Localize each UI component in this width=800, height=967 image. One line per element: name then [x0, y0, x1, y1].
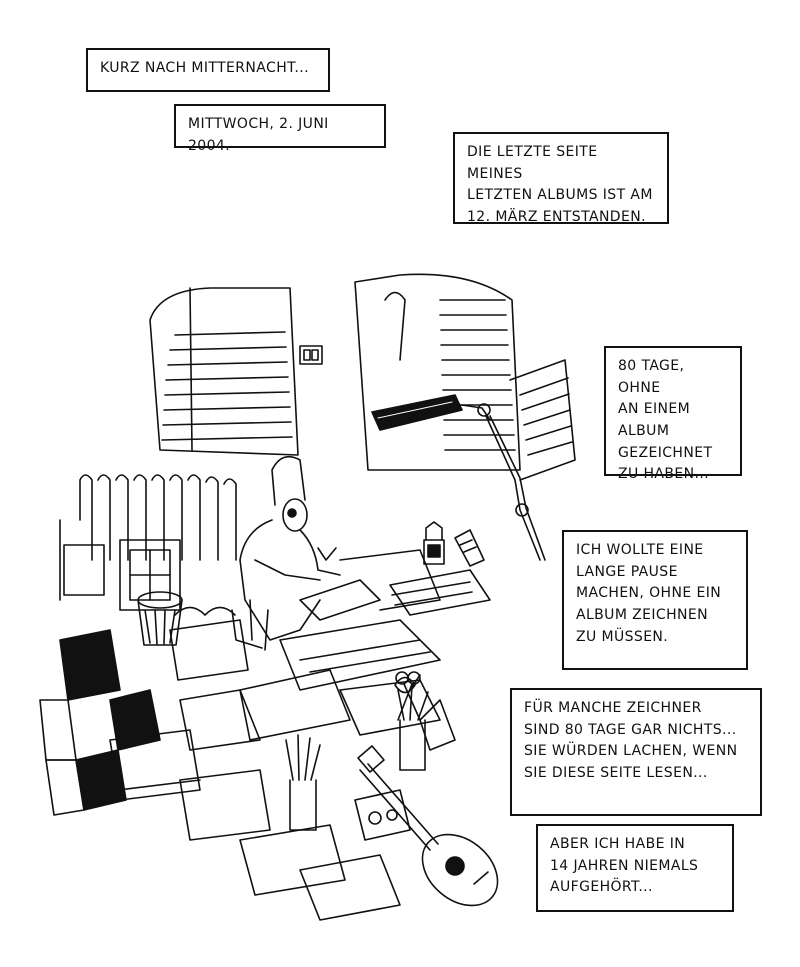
radiator: [59, 474, 237, 601]
desk-lamp: [371, 394, 546, 561]
cartoonist-figure: [231, 455, 341, 651]
caption-other-artists: Für manche Zeichner sind 80 Tage gar nic…: [510, 688, 762, 816]
desk-clutter: [179, 549, 491, 751]
wastebasket: [137, 591, 183, 646]
window-right: [354, 273, 576, 481]
caption-last-page: Die letzte Seite meines letzten Albums i…: [453, 132, 669, 225]
stacked-papers: [109, 729, 411, 921]
caption-midnight: Kurz nach Mitternacht...: [86, 48, 330, 92]
caption-date: Mittwoch, 2. Juni 2004.: [174, 104, 386, 154]
wall-switch: [299, 345, 323, 365]
caption-long-pause: Ich wollte eine lange Pause machen, ohne…: [562, 530, 748, 670]
scissors: [395, 671, 421, 721]
caption-never-stopped: Aber ich habe in 14 Jahren niemals aufge…: [536, 824, 734, 912]
window-left: [149, 287, 299, 456]
caption-80-days: 80 Tage, ohne an einem Album gezeichnet …: [604, 346, 742, 482]
brush-pots: [285, 684, 429, 831]
ukulele: [357, 745, 499, 907]
phone: [454, 529, 485, 567]
ink-bottle: [423, 521, 445, 565]
picture-frames: [63, 539, 181, 611]
paper-basket: [169, 606, 249, 681]
